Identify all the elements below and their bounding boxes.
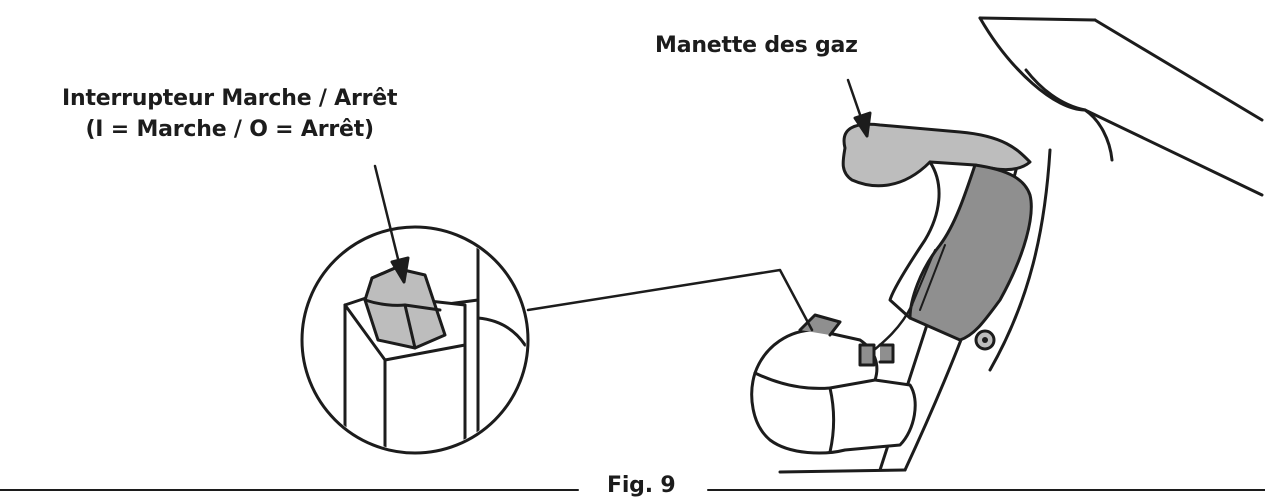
arrow-switch — [373, 164, 410, 284]
switch-label: Interrupteur Marche / Arrêt (I = Marche … — [62, 83, 398, 145]
figure-caption: Fig. 9 — [595, 473, 688, 498]
magnifier-circle — [300, 225, 530, 455]
throttle-label: Manette des gaz — [655, 33, 858, 58]
switch-label-line2: (I = Marche / O = Arrêt) — [85, 117, 374, 142]
arrow-throttle — [846, 78, 872, 138]
leader-line — [526, 268, 814, 332]
switch-label-line1: Interrupteur Marche / Arrêt — [62, 86, 398, 111]
switch-housing — [750, 313, 917, 455]
throttle-lever — [841, 122, 1033, 351]
handle-bar — [978, 16, 1264, 197]
